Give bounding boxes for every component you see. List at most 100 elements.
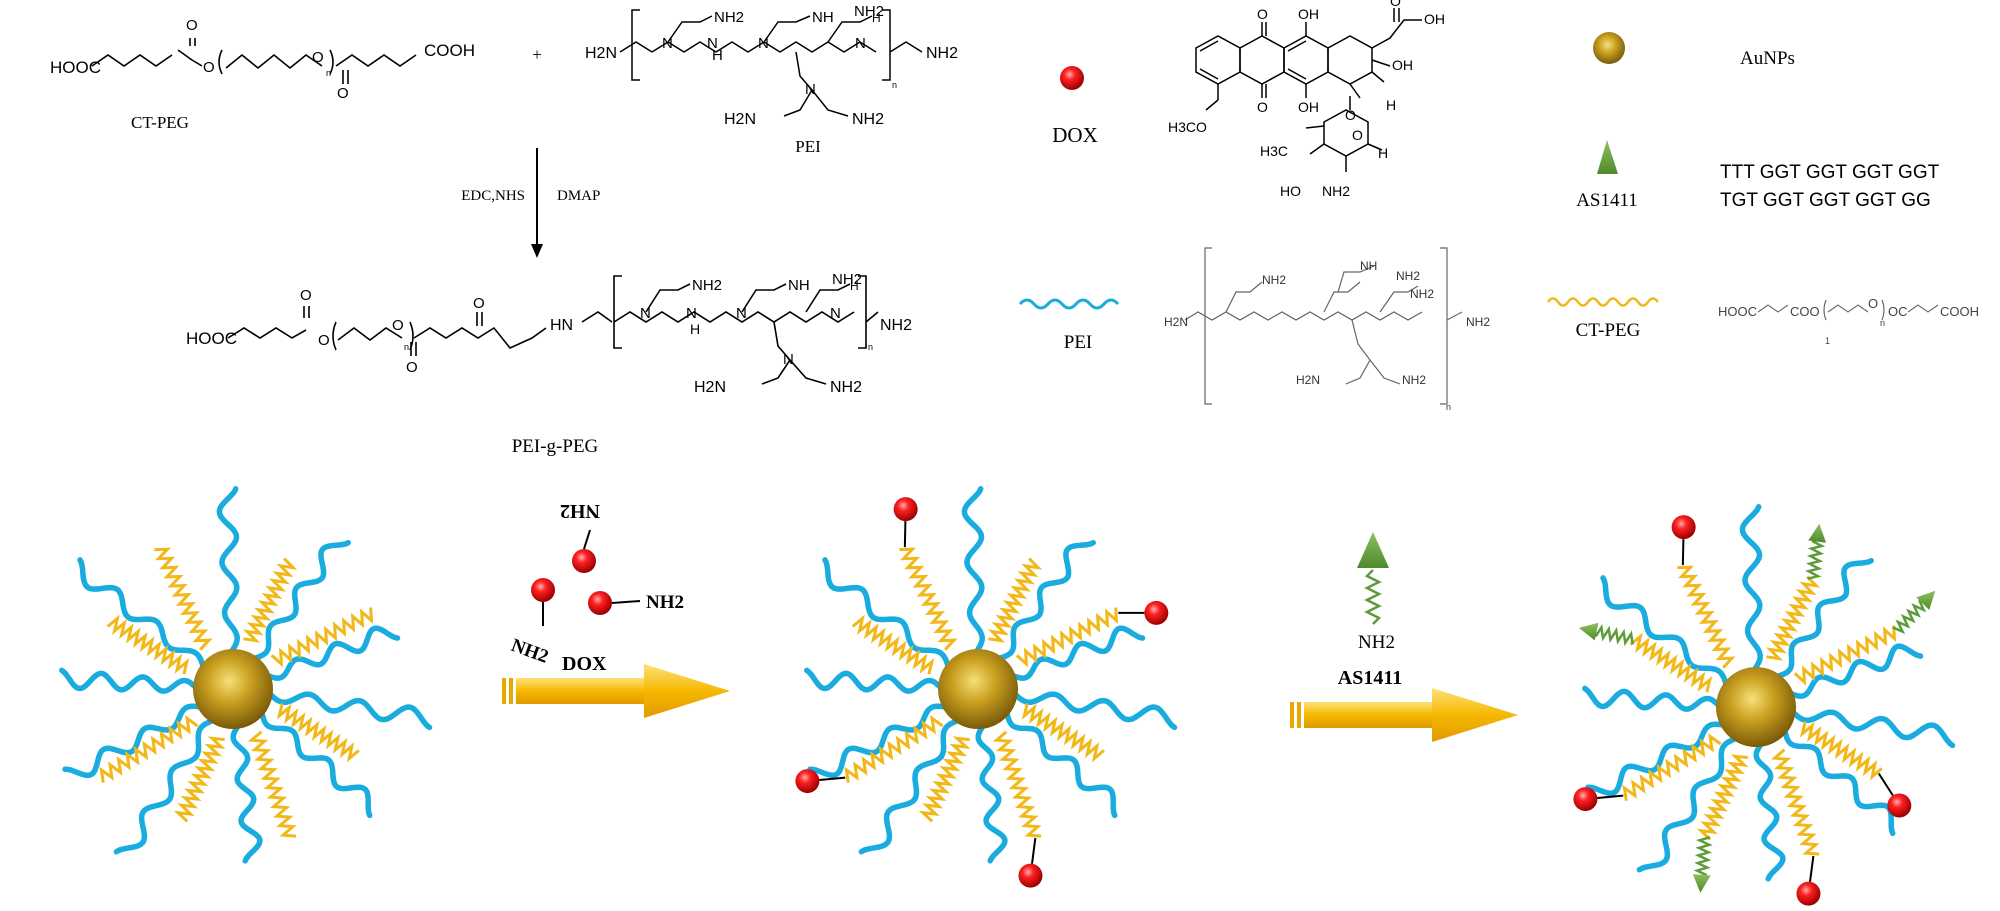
- svg-text:HOOC: HOOC: [1718, 304, 1757, 319]
- dox-nh2-flipped: NH2: [560, 500, 600, 522]
- ctpeg-small-structure: HOOC COO O n OC COOH 1: [1718, 296, 1979, 346]
- dox-linker: [903, 521, 907, 548]
- svg-text:N: N: [855, 35, 866, 52]
- ctpeg-chain: [1622, 732, 1722, 801]
- svg-text:OC: OC: [1888, 304, 1908, 319]
- dox-linker: [1809, 855, 1815, 882]
- reagents-right: DMAP: [557, 188, 600, 204]
- dox-sphere: [1018, 863, 1043, 888]
- svg-text:n: n: [892, 80, 897, 90]
- step2-arrow: [1290, 688, 1518, 742]
- ctpeg-chain: [1765, 575, 1821, 661]
- reaction-arrow: [531, 148, 543, 258]
- svg-text:NH: NH: [788, 277, 810, 294]
- svg-text:1: 1: [1825, 336, 1830, 346]
- pei-chain: [1782, 728, 1896, 837]
- svg-text:N: N: [783, 351, 794, 368]
- svg-text:OH: OH: [1424, 11, 1445, 27]
- svg-text:NH2: NH2: [1396, 269, 1420, 283]
- svg-text:H3C: H3C: [1260, 143, 1288, 159]
- svg-text:NH: NH: [1360, 259, 1377, 273]
- pei-legend-wave: [1018, 298, 1120, 310]
- ctpeg-chain: [99, 714, 199, 783]
- svg-text:NH2: NH2: [714, 9, 744, 26]
- svg-text:NH2: NH2: [832, 271, 862, 288]
- ctpeg-chain: [106, 614, 190, 675]
- pei-chain: [1010, 625, 1146, 681]
- svg-text:O: O: [392, 317, 404, 334]
- pei-chain: [1753, 741, 1786, 882]
- pei-legend-label: PEI: [1064, 332, 1093, 353]
- dox-structure: O OH O OH O OH OH H O H3CO H3C H HO NH2 …: [1168, 0, 1445, 199]
- pei-chain: [1012, 691, 1178, 731]
- ctpeg-chain: [1015, 607, 1119, 668]
- aunp-peg-pei-assembly: [59, 486, 433, 864]
- step2-aptamer: [1357, 532, 1389, 625]
- ctpeg-chain: [1021, 703, 1105, 763]
- ctpeg-chain: [154, 547, 213, 651]
- pei-chain: [265, 625, 401, 681]
- svg-text:H2N: H2N: [585, 45, 617, 62]
- pei-chain: [1788, 643, 1924, 699]
- svg-text:COO: COO: [1790, 304, 1820, 319]
- svg-text:NH2: NH2: [1322, 183, 1350, 199]
- pei-chain: [267, 691, 433, 731]
- pei-chain: [77, 557, 206, 669]
- aunps-legend-label: AuNPs: [1740, 48, 1795, 69]
- svg-text:H: H: [872, 11, 881, 25]
- step1-label: DOX: [562, 653, 607, 675]
- as1411-triangle: [1578, 622, 1599, 641]
- pei-chain: [113, 718, 215, 855]
- aunp-core: [938, 649, 1018, 729]
- svg-text:O: O: [406, 359, 418, 376]
- pei-chain: [1636, 736, 1738, 873]
- svg-text:O: O: [1345, 107, 1356, 123]
- svg-text:O: O: [186, 17, 198, 34]
- ctpeg-chain: [1677, 565, 1736, 669]
- svg-text:N: N: [736, 305, 747, 322]
- ctpeg-legend-label: CT-PEG: [1576, 320, 1641, 341]
- pei-small-structure: H2N NH2 NH NH2 NH2 NH2 H2N NH2 n: [1164, 247, 1490, 412]
- svg-text:NH2: NH2: [692, 277, 722, 294]
- product-structure: HOOC O O O n O O HN N NH2 N H N NH NH2: [186, 271, 912, 396]
- pei-structure: H2N N NH2 H N N NH NH2 N H N H2N NH2 NH2…: [585, 3, 958, 128]
- pei-chain: [822, 557, 951, 669]
- svg-text:N: N: [707, 35, 718, 52]
- product-name: PEI-g-PEG: [512, 436, 599, 457]
- svg-text:OH: OH: [1298, 6, 1319, 22]
- pei-chain: [230, 723, 263, 864]
- svg-text:H2N: H2N: [694, 379, 726, 396]
- svg-text:H: H: [690, 321, 700, 337]
- step2-nh2: NH2: [1358, 632, 1395, 653]
- as1411-strand: [1892, 599, 1927, 635]
- svg-text:O: O: [337, 85, 349, 102]
- svg-text:H2N: H2N: [724, 111, 756, 128]
- svg-text:OH: OH: [1298, 99, 1319, 115]
- svg-text:O: O: [1257, 99, 1268, 115]
- svg-text:n: n: [404, 342, 409, 352]
- dox-legend-sphere: [1060, 66, 1084, 90]
- ctpeg-chain: [899, 547, 958, 651]
- ctpeg-chain: [844, 714, 944, 783]
- ctpeg-chain: [1770, 748, 1820, 856]
- aunp-core: [1716, 667, 1796, 747]
- svg-text:O: O: [1390, 0, 1401, 9]
- dox-loaded-assembly: [795, 486, 1178, 888]
- dox-sphere: [1671, 515, 1696, 540]
- pei-chain: [1739, 504, 1763, 672]
- svg-text:NH2: NH2: [1410, 287, 1434, 301]
- ctpeg-chain: [1696, 754, 1749, 841]
- pei-chain: [62, 703, 203, 779]
- ctpeg-chain: [918, 736, 971, 823]
- svg-text:H2N: H2N: [1164, 315, 1188, 329]
- svg-text:COOH: COOH: [1940, 304, 1979, 319]
- as1411-strand: [1805, 539, 1826, 580]
- svg-text:NH2: NH2: [1262, 273, 1286, 287]
- svg-text:H: H: [712, 47, 723, 64]
- pei-chain: [1775, 557, 1874, 679]
- svg-text:NH2: NH2: [926, 45, 958, 62]
- pei-chain: [858, 718, 960, 855]
- svg-text:NH2: NH2: [880, 317, 912, 334]
- ctpeg-hooc-label: HOOC: [50, 58, 101, 77]
